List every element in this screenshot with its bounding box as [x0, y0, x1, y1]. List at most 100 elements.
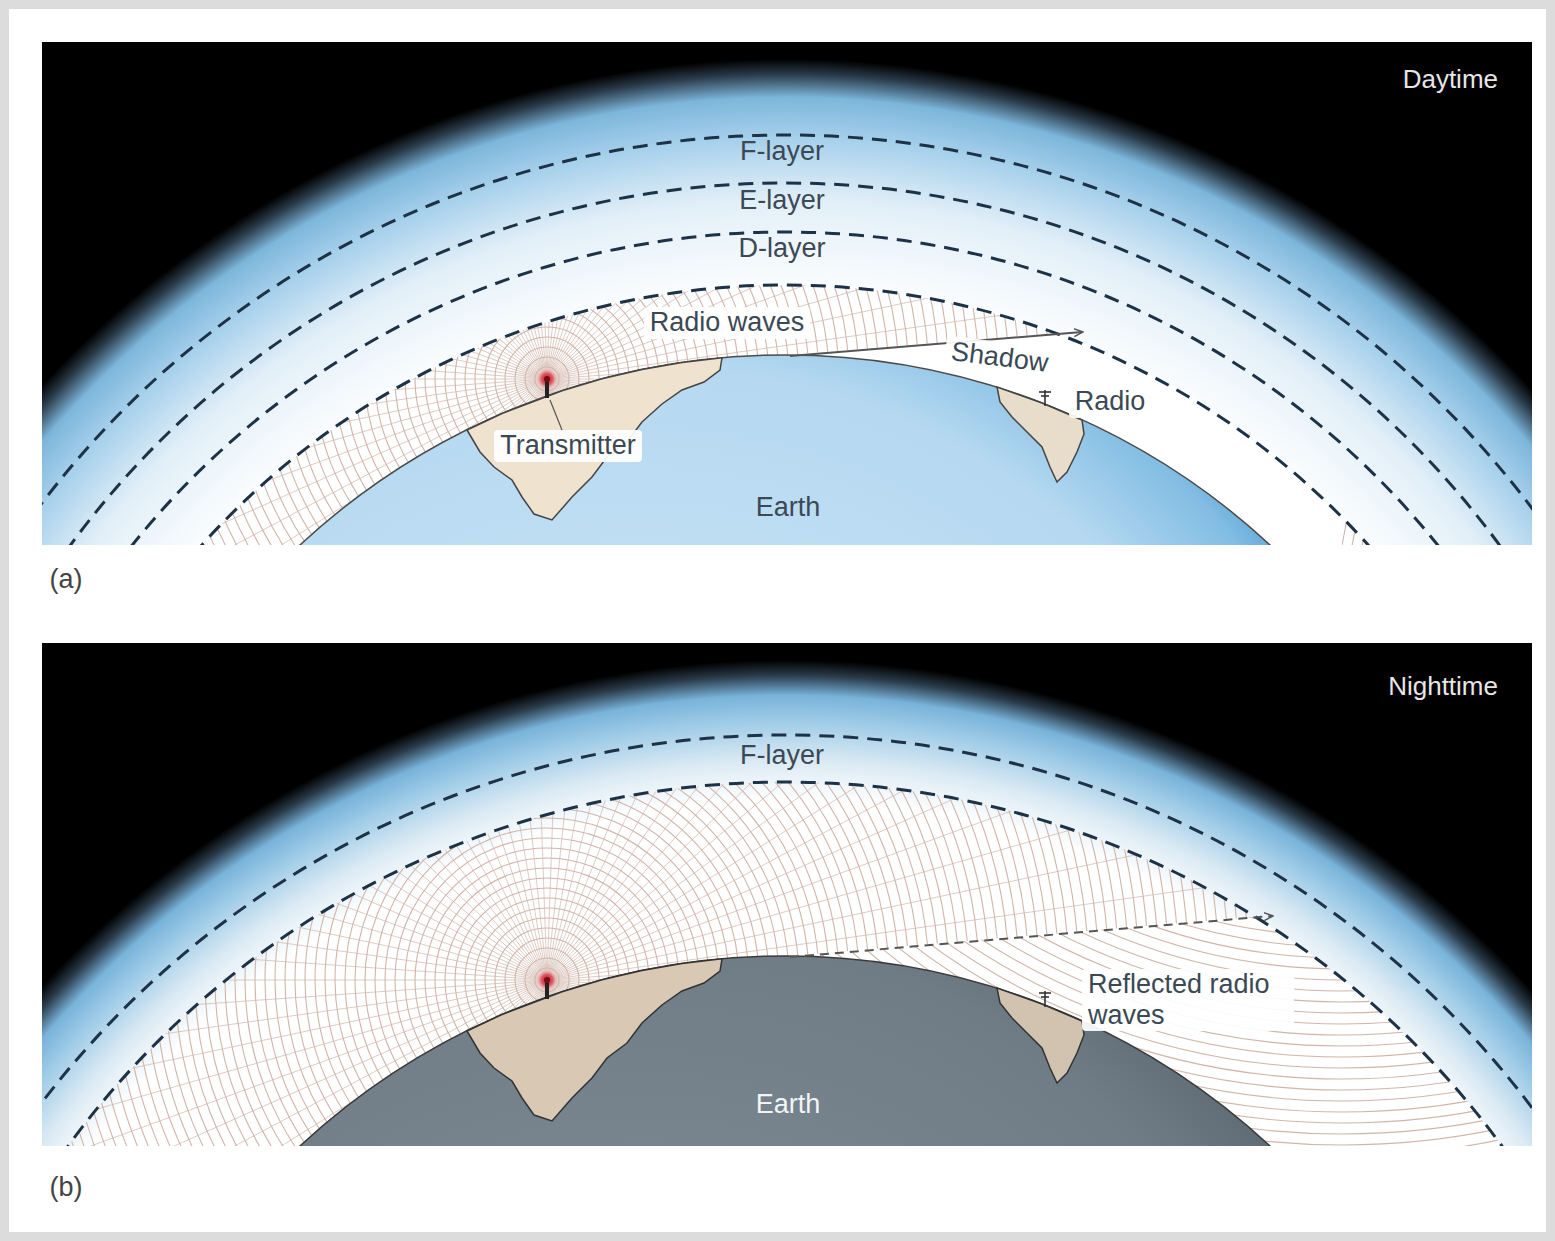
wave-ray [547, 643, 662, 980]
wave-ray [42, 76, 547, 379]
wave-ray [135, 643, 547, 980]
wave-ray [42, 226, 547, 379]
layer-label: F-layer [740, 136, 824, 167]
wave-ray [42, 42, 547, 379]
wave-ray [207, 643, 547, 980]
wave-ray [547, 42, 1224, 379]
wave-ray [432, 643, 547, 980]
wave-label: Reflected radio waves [1082, 969, 1294, 1031]
wave-ray [547, 42, 1029, 379]
wave-ray [65, 42, 547, 379]
wave-ray [356, 42, 547, 379]
wave-ray [547, 42, 1532, 379]
wave-ray [547, 643, 1162, 980]
radio-wave [844, 643, 1532, 881]
wave-ray [42, 42, 547, 379]
wave-ray [42, 643, 547, 980]
wave-ray [42, 42, 547, 379]
wave-ray [42, 643, 547, 980]
wave-ray [547, 42, 1162, 379]
wave-label: Radio waves [644, 307, 811, 338]
diagram-panel: Daytime [42, 42, 1532, 545]
wave-ray [547, 42, 1338, 379]
wave-ray [42, 42, 547, 379]
wave-ray [42, 42, 547, 379]
wave-ray [42, 42, 547, 379]
wave-ray [42, 903, 547, 980]
wave-ray [42, 302, 547, 379]
wave-ray [42, 827, 547, 980]
radio-wave [734, 643, 1532, 991]
radio-wave [910, 643, 1532, 815]
radio-wave [866, 643, 1532, 859]
radio-wave [976, 643, 1532, 749]
wave-ray [356, 643, 547, 980]
wave-ray [547, 643, 1532, 980]
wave-ray [42, 751, 547, 980]
nighttime-illustration [42, 643, 1532, 1146]
radio-wave [965, 643, 1532, 760]
radio-wave [723, 643, 1532, 1002]
radio-wave [1009, 643, 1532, 716]
wave-ray [547, 643, 1532, 980]
wave-ray [42, 42, 547, 379]
radio-wave [998, 643, 1532, 727]
wave-ray [42, 379, 547, 380]
wave-ray [42, 643, 547, 980]
radio-wave [822, 643, 1532, 903]
layer-label: F-layer [740, 740, 824, 771]
radio-wave [855, 643, 1532, 870]
wave-ray [547, 42, 959, 379]
earth-label: Earth [756, 492, 821, 523]
transmitter-label: Transmitter [494, 430, 642, 461]
wave-ray [547, 643, 959, 980]
radio-wave [932, 643, 1532, 793]
wave-ray [42, 643, 547, 980]
wave-ray [547, 643, 887, 980]
panel-letter: (b) [50, 1172, 83, 1203]
wave-ray [42, 42, 547, 379]
panel-letter: (a) [50, 564, 83, 595]
wave-ray [547, 643, 1480, 980]
wave-ray [42, 42, 547, 379]
earth-label: Earth [756, 1089, 821, 1120]
wave-ray [42, 150, 547, 379]
receiver-label: Radio [1069, 386, 1152, 417]
daytime-illustration [42, 42, 1532, 545]
panel-title: Nighttime [1388, 671, 1498, 702]
wave-ray [547, 42, 1532, 379]
radio-wave [877, 643, 1532, 848]
wave-ray [547, 42, 585, 379]
wave-ray [547, 42, 1097, 379]
radio-wave [1020, 643, 1532, 705]
wave-ray [42, 42, 547, 379]
radio-wave [745, 643, 1532, 980]
wave-ray [547, 643, 1518, 980]
wave-ray [42, 980, 547, 981]
wave-ray [42, 643, 547, 980]
radio-wave [888, 643, 1532, 837]
wave-ray [547, 42, 887, 379]
radio-wave [943, 643, 1532, 782]
wave-ray [547, 677, 1532, 980]
wave-ray [65, 643, 547, 980]
radio-wave [899, 643, 1532, 826]
radio-wave [800, 643, 1532, 925]
panel-title: Daytime [1403, 64, 1498, 95]
wave-ray [547, 643, 1437, 980]
wave-ray [547, 42, 1437, 379]
wave-ray [547, 42, 1390, 379]
diagram-panel: Nighttime [42, 643, 1532, 1146]
wave-ray [42, 643, 547, 980]
radio-wave [811, 643, 1532, 914]
wave-ray [281, 643, 547, 980]
radio-wave [778, 643, 1532, 947]
wave-ray [42, 42, 547, 379]
wave-ray [547, 42, 1518, 379]
layer-label: D-layer [738, 233, 825, 264]
wave-ray [42, 643, 547, 980]
wave-ray [509, 643, 547, 980]
wave-ray [547, 42, 1480, 379]
wave-ray [42, 643, 547, 980]
radio-wave [833, 643, 1532, 892]
